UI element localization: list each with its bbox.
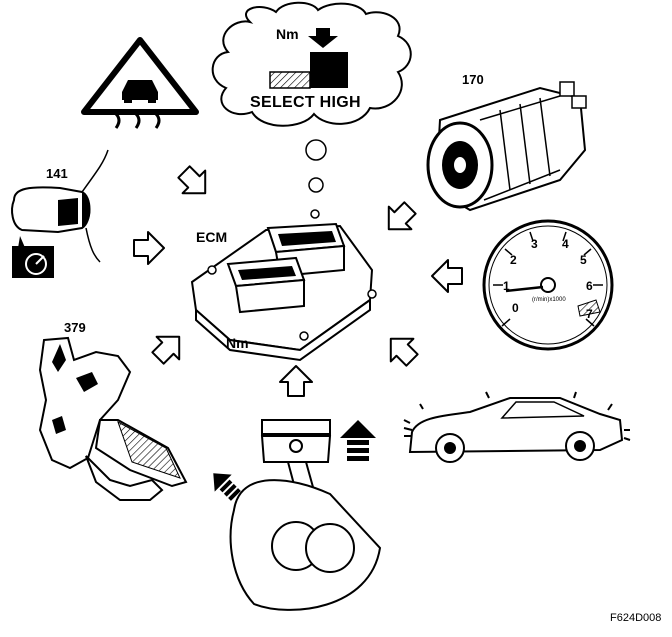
high-torque-bar	[310, 52, 348, 88]
arrow-from-compressor	[387, 201, 417, 231]
arrow-from-piston	[279, 365, 313, 397]
tacho-tick-0: 0	[512, 301, 519, 315]
traction-warning-icon	[81, 37, 199, 129]
tacho-tick-7: 7	[586, 307, 593, 321]
ac-compressor	[426, 81, 587, 212]
tacho-tick-labels: 0 1 2 3 4 5 6 7 (r/min)x1000	[503, 237, 593, 321]
tacho-tick-2: 2	[510, 253, 517, 267]
arrow-from-tachometer	[431, 259, 463, 293]
figure-code: F624D008	[610, 612, 662, 624]
torque-input-arrow	[213, 473, 241, 501]
accelerator-pedal	[38, 336, 188, 501]
tacho-tick-4: 4	[562, 237, 569, 251]
tacho-unit: (r/min)x1000	[532, 297, 566, 303]
callout-170: 170	[462, 72, 484, 87]
arrow-from-pedal	[151, 335, 181, 365]
low-torque-bar	[269, 71, 311, 89]
cloud-unit-label: Nm	[276, 26, 299, 42]
arrow-from-vehicle	[389, 337, 419, 367]
ecm-module	[190, 222, 377, 362]
tacho-tick-5: 5	[580, 253, 587, 267]
callout-141: 141	[46, 166, 68, 181]
cruise-control-stalk	[11, 149, 109, 278]
tacho-tick-1: 1	[503, 279, 510, 293]
thought-cloud	[211, 1, 412, 219]
callout-379: 379	[64, 320, 86, 335]
tacho-tick-3: 3	[531, 237, 538, 251]
piston-crank	[229, 419, 382, 611]
arrow-from-traction	[177, 165, 207, 195]
tacho-tick-6: 6	[586, 279, 593, 293]
input-arrows	[133, 165, 463, 397]
tachometer	[482, 219, 614, 351]
torque-label: Nm	[226, 335, 249, 351]
cloud-caption: SELECT HIGH	[250, 94, 361, 111]
tacho-tick-marks	[493, 231, 603, 327]
vehicle	[403, 391, 631, 463]
arrow-from-switch	[133, 231, 165, 265]
ecm-label: ECM	[196, 229, 228, 245]
